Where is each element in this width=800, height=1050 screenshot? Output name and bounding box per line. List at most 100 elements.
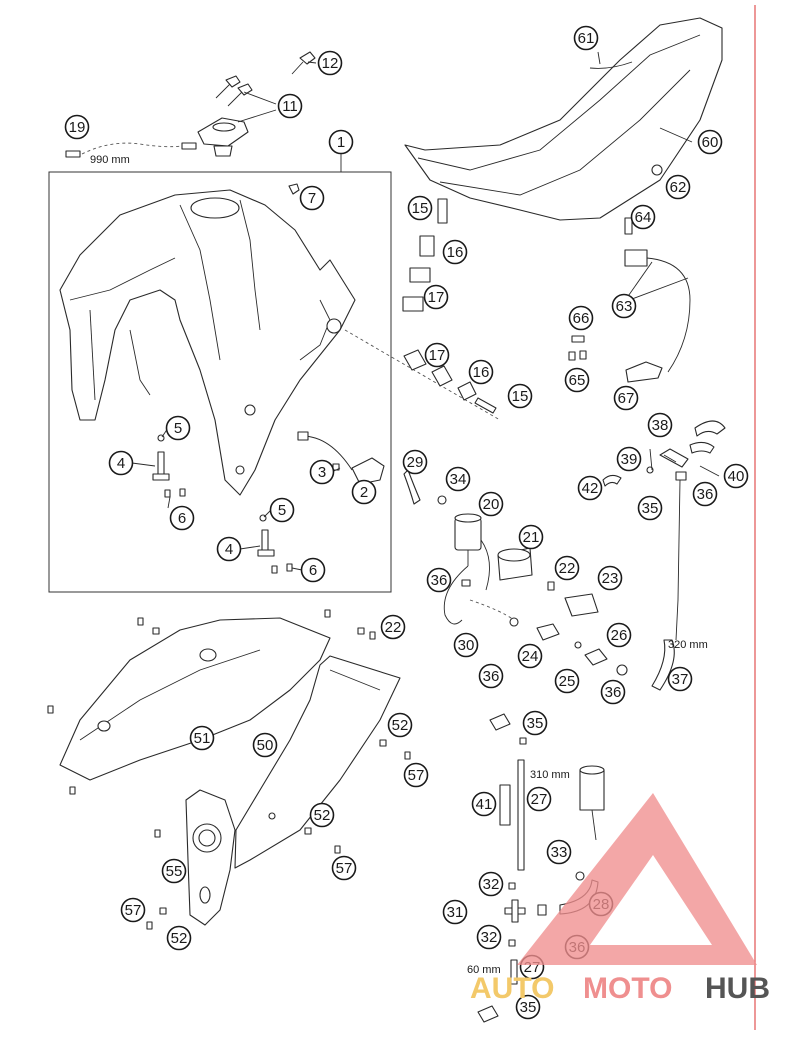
callout-66: 66 [568,305,594,331]
callout-38: 38 [647,412,673,438]
callout-number: 6 [309,562,317,579]
mount-hardware-upper [402,198,448,312]
callout-number: 35 [520,999,537,1016]
callout-32: 32 [476,924,502,950]
callout-35: 35 [637,495,663,521]
dim-990: 990 mm [90,154,130,166]
callout-number: 6 [178,510,186,527]
clip-34 [437,495,447,505]
callout-bubble [577,475,603,501]
callout-number: 66 [573,310,590,327]
callout-bubble [647,412,673,438]
fuel-cap [197,117,249,157]
callout-number: 36 [697,486,714,503]
callout-number: 17 [429,347,446,364]
callout-number: 23 [602,570,619,587]
fuel-tap-lower [257,514,293,574]
callout-number: 25 [559,673,576,690]
vent-hose [65,142,197,158]
callout-bubble [165,415,191,441]
callout-36: 36 [478,663,504,689]
callout-16: 16 [442,239,468,265]
callout-6: 6 [169,505,195,531]
callout-11: 11 [277,93,303,119]
callout-bubble [518,524,544,550]
callout-number: 52 [392,717,409,734]
callout-41: 41 [471,791,497,817]
callout-number: 42 [582,480,599,497]
callout-number: 17 [428,289,445,306]
hose-assembly [602,420,726,691]
fuel-tap-upper [152,434,186,498]
callout-bubble [402,449,428,475]
callout-number: 20 [483,496,500,513]
callout-bubble [277,93,303,119]
callout-bubble [613,385,639,411]
fasteners-panels [47,609,411,930]
callout-5: 5 [165,415,191,441]
plate-23 [564,593,599,617]
callout-number: 60 [702,134,719,151]
screw-7 [288,183,300,195]
callout-62: 62 [665,174,691,200]
callout-17: 17 [424,342,450,368]
callout-number: 57 [336,860,353,877]
callout-layer: 1234564567111215161717161519202122222324… [64,25,749,1020]
callout-60: 60 [697,129,723,155]
callout-27: 27 [526,786,552,812]
callout-bubble [331,855,357,881]
callout-bubble [600,679,626,705]
callout-25: 25 [554,668,580,694]
pump-bracket-21 [497,547,533,581]
dim-310: 310 mm [530,769,570,781]
callout-67: 67 [613,385,639,411]
callout-12: 12 [317,50,343,76]
callout-bubble [423,284,449,310]
callout-number: 36 [431,572,448,589]
callout-number: 36 [483,668,500,685]
callout-6: 6 [300,557,326,583]
callout-bubble [606,622,632,648]
callout-4: 4 [216,536,242,562]
callout-number: 22 [559,560,576,577]
callout-57: 57 [403,762,429,788]
callout-57: 57 [120,897,146,923]
callout-number: 40 [728,468,745,485]
callout-22: 22 [380,614,406,640]
callout-number: 5 [278,502,286,519]
callout-22: 22 [554,555,580,581]
callout-1: 1 [328,129,354,155]
watermark-moto: MOTO [583,972,672,1005]
callout-35: 35 [522,710,548,736]
callout-number: 15 [412,200,429,217]
callout-52: 52 [166,925,192,951]
callout-number: 34 [450,471,467,488]
callout-number: 64 [635,209,652,226]
callout-15: 15 [407,195,433,221]
callout-bubble [426,567,452,593]
callout-number: 50 [257,737,274,754]
callout-bubble [453,632,479,658]
callout-number: 37 [672,671,689,688]
callout-number: 11 [282,98,298,115]
callout-bubble [442,899,468,925]
callout-64: 64 [630,204,656,230]
valve-24 [536,623,560,641]
callout-bubble [611,293,637,319]
leader-lines [131,51,720,571]
callout-bubble [216,536,242,562]
watermark-auto: AUTO [470,972,554,1005]
callout-55: 55 [161,858,187,884]
callout-17: 17 [423,284,449,310]
callout-number: 61 [578,30,595,47]
callout-36: 36 [692,481,718,507]
callout-21: 21 [518,524,544,550]
callout-bubble [515,994,541,1020]
callout-bubble [478,871,504,897]
callout-number: 19 [69,119,86,136]
callout-number: 63 [616,298,633,315]
callout-bubble [692,481,718,507]
callout-bubble [665,174,691,200]
callout-number: 31 [447,904,464,921]
